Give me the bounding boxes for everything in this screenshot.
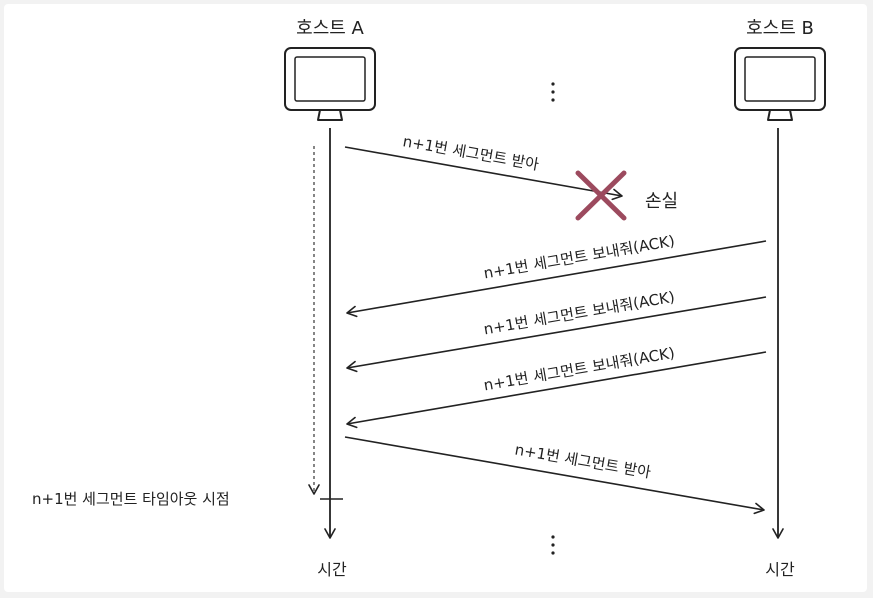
host-b-label: 호스트 B bbox=[746, 18, 814, 39]
ack-arrow-3 bbox=[346, 351, 767, 429]
time-label-b: 시간 bbox=[765, 560, 795, 579]
ack-arrow-1 bbox=[346, 240, 767, 318]
ack-label-1: n+1번 세그먼트 보내줘(ACK) bbox=[482, 232, 676, 283]
send-label-1: n+1번 세그먼트 받아 bbox=[401, 132, 540, 174]
host-a-label: 호스트 A bbox=[296, 18, 364, 39]
monitor-icon bbox=[284, 47, 376, 121]
ellipsis-top bbox=[551, 82, 555, 102]
send-arrow-1 bbox=[344, 146, 623, 201]
loss-label: 손실 bbox=[645, 191, 678, 212]
send-label-2: n+1번 세그먼트 받아 bbox=[513, 440, 652, 481]
x-mark-icon bbox=[575, 170, 627, 221]
ack-label-3: n+1번 세그먼트 보내줘(ACK) bbox=[482, 344, 676, 395]
timeout-label: n+1번 세그먼트 타임아웃 시점 bbox=[32, 490, 230, 508]
ellipsis-bottom bbox=[551, 535, 555, 555]
time-label-a: 시간 bbox=[317, 560, 347, 579]
monitor-icon bbox=[734, 47, 826, 121]
send-arrow-2 bbox=[344, 436, 765, 515]
ack-arrow-2 bbox=[346, 296, 767, 373]
ack-label-2: n+1번 세그먼트 보내줘(ACK) bbox=[482, 288, 676, 339]
